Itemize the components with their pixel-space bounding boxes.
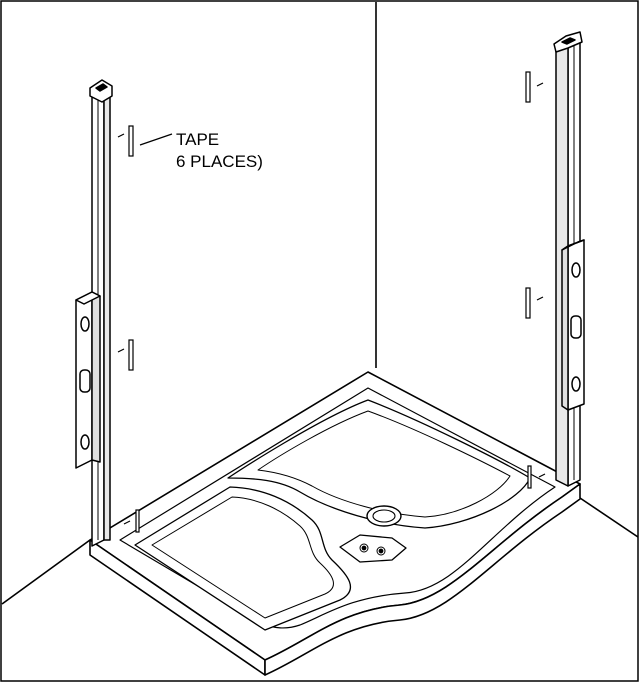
- right-recess: [227, 399, 531, 529]
- right-level-vial-center: [570, 315, 582, 339]
- waste-hole-right-core: [378, 548, 384, 554]
- base-markers: [123, 465, 546, 533]
- left-floor-line: [1, 539, 91, 605]
- left-spirit-level: [75, 291, 101, 469]
- right-level-top: [561, 239, 585, 251]
- right-tape-strips: [525, 71, 544, 319]
- base-front-face-right: [264, 483, 581, 676]
- left-level-vial-center: [79, 369, 91, 393]
- waste-hole-left-core: [361, 545, 367, 551]
- right-level-vial-top: [571, 262, 581, 278]
- waste-plate: [339, 534, 407, 563]
- tape-strip-right-lower: [525, 287, 531, 319]
- screw-left-lower: [117, 348, 125, 353]
- screw-right-base: [538, 473, 546, 478]
- callout-text-line1: TAPE: [176, 130, 219, 149]
- right-recess-inner: [257, 410, 511, 518]
- base-marker-right: [527, 465, 532, 489]
- left-level-top: [75, 291, 101, 305]
- right-spirit-level: [561, 239, 585, 411]
- screw-right-lower: [536, 296, 544, 301]
- right-floor-line: [579, 497, 639, 538]
- right-channel-cap-slot: [561, 37, 576, 45]
- left-level-vial-bottom: [80, 434, 90, 450]
- right-level-side: [561, 245, 569, 411]
- screw-left-base: [123, 520, 131, 525]
- left-tape-strips: [117, 125, 134, 371]
- screw-left-upper: [117, 133, 125, 138]
- left-recess-inner: [151, 496, 334, 619]
- left-channel-face: [103, 83, 111, 541]
- callout-text-line2: 6 PLACES): [176, 152, 263, 171]
- left-channel-cap-slot: [95, 83, 108, 92]
- tape-strip-left-lower: [128, 339, 134, 371]
- right-level-vial-bottom: [571, 376, 581, 392]
- drain-inner: [372, 509, 396, 523]
- callout-leader-line: [139, 133, 173, 146]
- shower-base: [89, 371, 581, 676]
- left-level-vial-top: [80, 316, 90, 332]
- tape-strip-right-upper: [525, 71, 531, 103]
- wall-lines: [1, 2, 639, 605]
- base-inner-rim: [119, 387, 556, 629]
- tape-strip-left-upper: [128, 125, 134, 157]
- base-marker-left: [135, 509, 140, 533]
- screw-right-upper: [536, 82, 544, 87]
- left-level-side: [91, 291, 101, 463]
